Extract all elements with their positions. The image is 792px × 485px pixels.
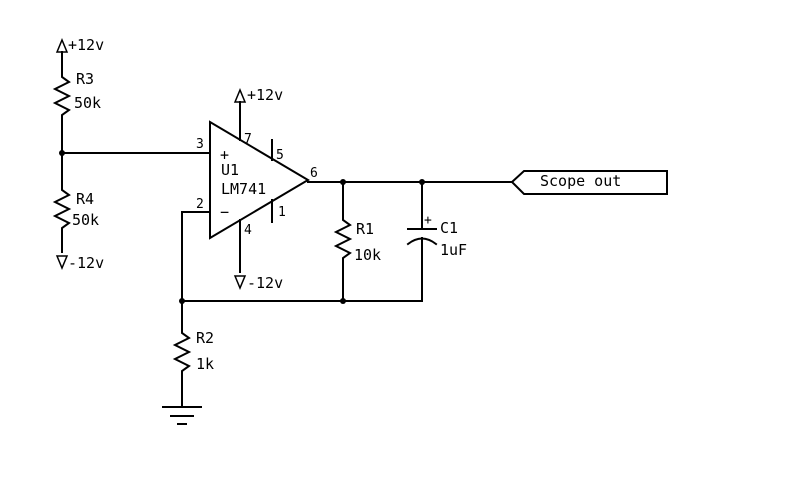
resistor-r4: R4 50k (52, 152, 99, 253)
output-port-label: Scope out (540, 172, 621, 190)
c1-ref-label: C1 (440, 219, 458, 237)
supply-plus-r3: +12v (55, 36, 104, 71)
pin-4-label: 4 (244, 223, 252, 238)
pin-2-label: 2 (196, 197, 204, 212)
supply-label-r4-bottom: -12v (68, 254, 104, 272)
r4-value-label: 50k (72, 211, 99, 229)
pin-6-label: 6 (310, 166, 318, 181)
pin-7-label: 7 (244, 132, 252, 147)
r2-ref-label: R2 (196, 329, 214, 347)
resistor-r3: R3 50k (52, 69, 101, 154)
pin-5-label: 5 (276, 148, 284, 163)
c1-polarity-mark: + (424, 213, 432, 228)
supply-plus-opamp: +12v (233, 86, 283, 141)
pin-1-label: 1 (278, 205, 286, 220)
opamp-minus-sign: − (220, 203, 229, 221)
resistor-r1: R1 10k (333, 181, 381, 302)
junction-feedback-r1 (340, 298, 346, 304)
capacitor-c1: + C1 1uF (406, 181, 467, 302)
opamp-part-label: LM741 (221, 180, 266, 198)
pin-3-label: 3 (196, 137, 204, 152)
supply-label-r3-top: +12v (68, 36, 104, 54)
r3-value-label: 50k (74, 94, 101, 112)
supply-minus-opamp: -12v (233, 219, 283, 292)
supply-label-opamp-bottom: -12v (247, 274, 283, 292)
r4-ref-label: R4 (76, 190, 94, 208)
opamp-plus-sign: + (220, 146, 229, 164)
c1-value-label: 1uF (440, 241, 467, 259)
opamp-u1: + − U1 LM741 3 2 7 5 6 4 1 (196, 120, 318, 240)
resistor-r2: R2 1k (172, 300, 214, 406)
output-port-scope-out: Scope out (510, 170, 668, 195)
r2-value-label: 1k (196, 355, 214, 373)
supply-minus-r4: -12v (55, 254, 104, 272)
supply-label-opamp-top: +12v (247, 86, 283, 104)
r3-ref-label: R3 (76, 70, 94, 88)
ground-symbol (162, 406, 202, 425)
r1-value-label: 10k (354, 246, 381, 264)
r1-ref-label: R1 (356, 220, 374, 238)
opamp-ref-label: U1 (221, 161, 239, 179)
